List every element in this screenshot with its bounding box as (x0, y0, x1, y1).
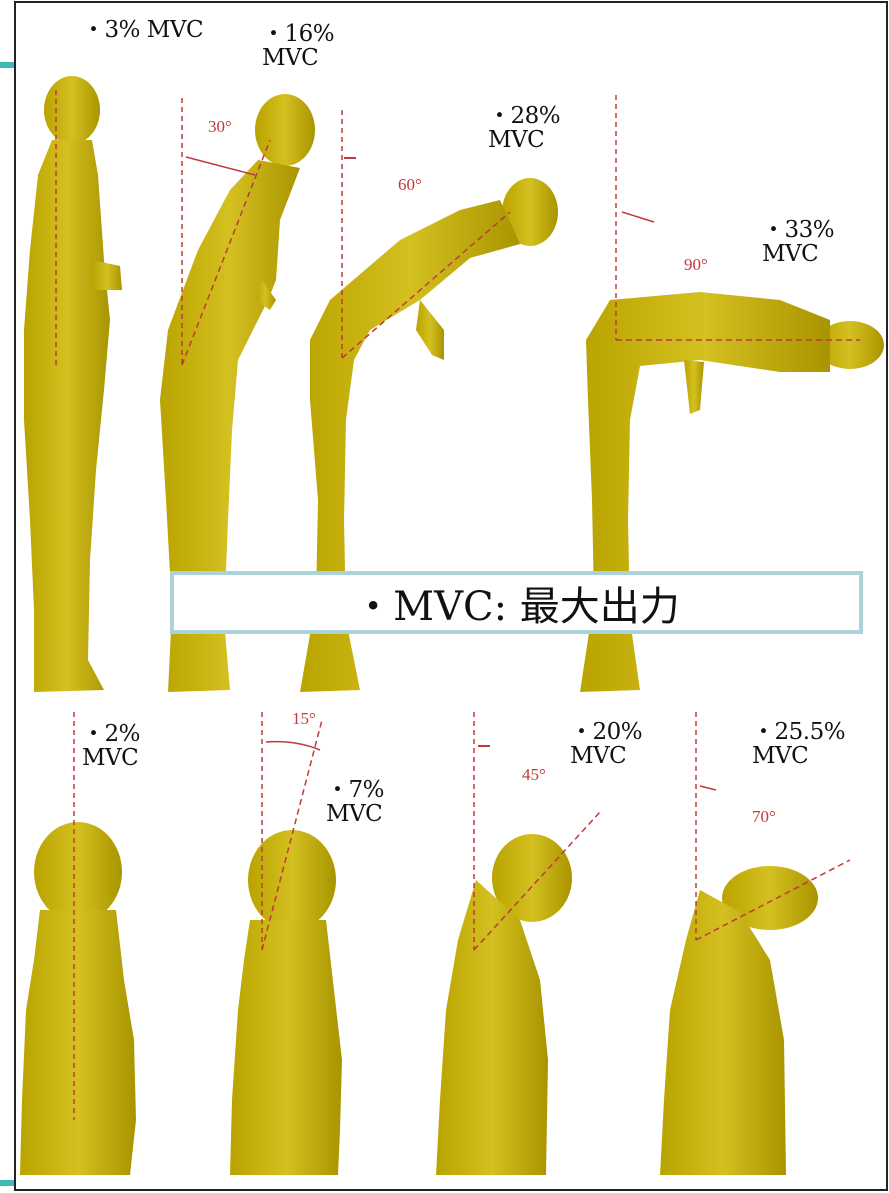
mvc-label-standing-3: ・28% MVC (488, 104, 560, 152)
neck-figure-4 (660, 866, 818, 1175)
mvc-label-standing-4: ・33% MVC (762, 218, 834, 266)
neck-figure-1 (20, 822, 136, 1175)
mvc-label-neck-1: ・2% MVC (82, 722, 140, 770)
standing-figure-1 (24, 76, 122, 692)
mvc-label-standing-2: ・16% MVC (262, 22, 334, 70)
angle-label-neck-4: 70° (752, 807, 776, 826)
angle-label-3: 60° (398, 175, 422, 194)
neck-figure-3 (436, 834, 572, 1175)
angle-label-neck-3: 45° (522, 765, 546, 784)
mvc-label-neck-4: ・25.5% MVC (752, 720, 845, 768)
mvc-label-neck-2: ・7% MVC (326, 778, 384, 826)
mvc-definition-text: ・MVC: 最大出力 (353, 574, 680, 632)
mvc-label-neck-3: ・20% MVC (570, 720, 642, 768)
angle-label-neck-2: 15° (292, 709, 316, 728)
neck-figure-2 (230, 830, 342, 1175)
angle-label-4: 90° (684, 255, 708, 274)
mvc-definition-box: ・MVC: 最大出力 (170, 571, 863, 634)
angle-label-2: 30° (208, 117, 232, 136)
mvc-label-standing-1: ・3% MVC (82, 18, 203, 42)
